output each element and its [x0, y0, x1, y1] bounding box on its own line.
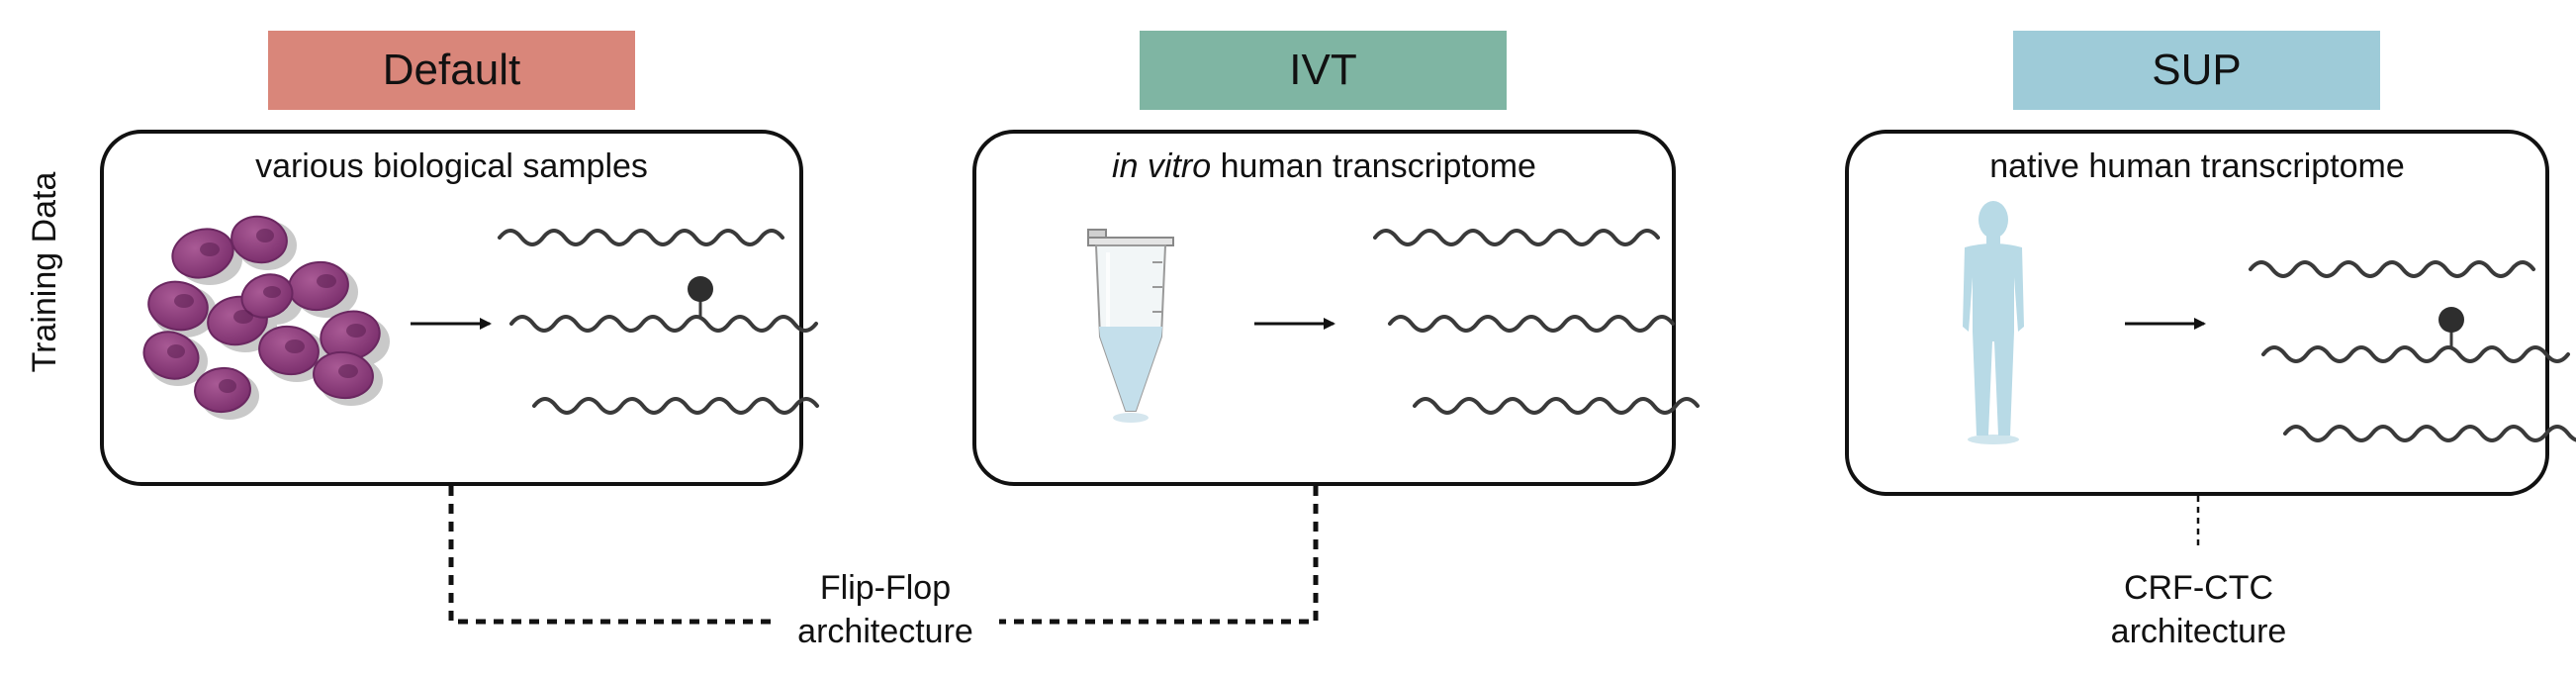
sup-label: SUP	[2013, 31, 2380, 110]
default-panel-title: various biological samples	[255, 147, 648, 185]
rna-strand	[1413, 397, 1700, 415]
crfctc-architecture-label: CRF-CTC architecture	[2082, 566, 2315, 653]
modification-icon	[688, 276, 713, 317]
tube-icon	[1087, 229, 1174, 423]
crfctc-line1: CRF-CTC	[2123, 569, 2274, 607]
rna-strand	[1373, 229, 1660, 246]
default-panel: various biological samples	[100, 130, 803, 486]
rna-strand	[2283, 425, 2576, 442]
ivt-panel-title: in vitro human transcriptome	[976, 147, 1672, 186]
crfctc-line2: architecture	[2110, 613, 2287, 650]
rna-strand	[509, 315, 818, 333]
ivt-title-rest: human transcriptome	[1211, 147, 1536, 185]
flipflop-architecture-label: Flip-Flop architecture	[772, 566, 999, 653]
ivt-label-text: IVT	[1289, 46, 1357, 94]
rna-strand	[498, 229, 784, 246]
rna-strands	[498, 229, 2576, 442]
rna-strand	[1388, 315, 1675, 333]
rna-strand	[2249, 260, 2535, 278]
flipflop-connector	[448, 486, 1319, 625]
modification-icon	[2438, 307, 2464, 347]
sup-panel-title: native human transcriptome	[1989, 147, 2405, 185]
ivt-title-italic: in vitro	[1112, 147, 1212, 185]
rna-strand	[532, 397, 819, 415]
default-label: Default	[268, 31, 635, 110]
sup-label-text: SUP	[2152, 46, 2242, 94]
rna-strand	[2261, 345, 2570, 363]
cells-icon	[142, 215, 390, 420]
flipflop-line2: architecture	[797, 613, 973, 650]
flipflop-line1: Flip-Flop	[819, 569, 952, 607]
ivt-label: IVT	[1140, 31, 1507, 110]
ivt-panel: in vitro human transcriptome	[972, 130, 1676, 486]
sup-panel: native human transcriptome	[1845, 130, 2549, 496]
default-label-text: Default	[382, 46, 521, 94]
human-icon	[1963, 201, 2024, 444]
